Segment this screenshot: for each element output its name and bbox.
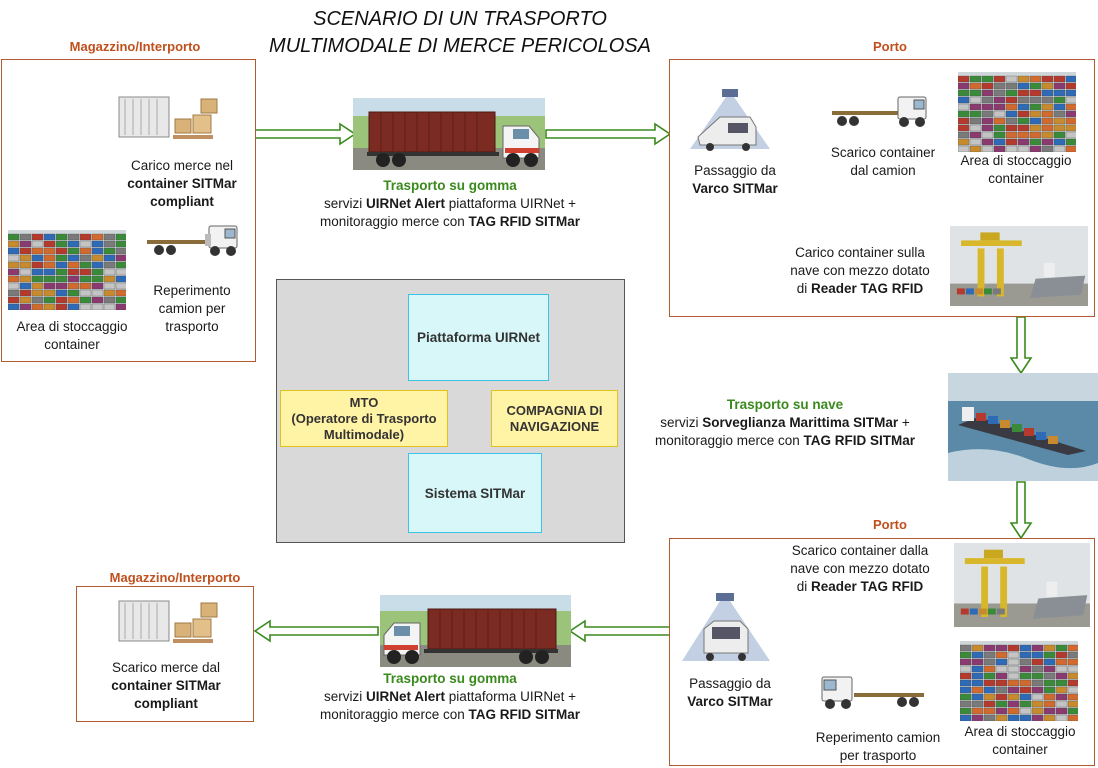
warehouse-container-icon: [118, 600, 218, 643]
flow-arrow-icon: [254, 122, 357, 146]
load-caption: Carico merce nel container SITMar compli…: [127, 158, 237, 209]
storage-caption: Area di stoccaggio container: [964, 724, 1076, 757]
unload-caption: Scarico container dal camion: [830, 145, 936, 178]
truck-caption: Reperimento camion per trasporto: [815, 730, 941, 763]
sitmar-system-box: Sistema SITMar: [408, 453, 542, 533]
gate-caption: Passaggio da Varco SITMar: [692, 163, 778, 196]
warehouse-container-icon: [118, 96, 218, 139]
storage-caption: Area di stoccaggio container: [16, 319, 128, 352]
flow-arrow-icon: [253, 619, 379, 643]
container-stack-photo: [960, 641, 1078, 721]
uirnet-platform-box: Piattaforma UIRNet: [408, 294, 549, 381]
storage-caption: Area di stoccaggio container: [960, 153, 1072, 186]
gate-caption: Passaggio da Varco SITMar: [687, 676, 773, 709]
truck-tractor-icon: [821, 676, 924, 709]
compagnia-box: COMPAGNIA DI NAVIGAZIONE: [491, 390, 618, 447]
road-bottom-title: Trasporto su gomma: [383, 671, 517, 686]
container-ship-photo: [948, 373, 1098, 481]
port-bottom-panel: Scarico container dalla nave con mezzo d…: [669, 538, 1095, 766]
flow-arrow-icon: [545, 122, 672, 146]
unload-caption: Scarico merce dal container SITMar compl…: [111, 660, 221, 711]
flow-arrow-icon: [568, 619, 671, 643]
road-top-caption: Trasporto su gomma servizi UIRNet Alert …: [300, 177, 600, 231]
port-top-label: Porto: [873, 39, 907, 54]
gate-scanner-icon: [690, 89, 770, 151]
crane-caption: Carico container sulla nave con mezzo do…: [790, 245, 930, 296]
flow-arrow-icon: [1009, 316, 1033, 375]
warehouse-bottom-panel: Scarico merce dal container SITMar compl…: [76, 586, 254, 722]
warehouse-top-panel: Carico merce nel container SITMar compli…: [1, 59, 256, 362]
road-bottom-caption: Trasporto su gomma servizi UIRNet Alert …: [300, 670, 600, 724]
title-line-2: MULTIMODALE DI MERCE PERICOLOSA: [269, 35, 651, 57]
container-stack-photo: [958, 72, 1076, 152]
flow-arrow-icon: [1009, 481, 1033, 540]
port-crane-photo: [950, 226, 1088, 306]
warehouse-top-label: Magazzino/Interporto: [69, 39, 201, 54]
truck-tractor-icon: [832, 96, 927, 127]
port-crane-photo: [954, 543, 1090, 627]
ship-caption: Trasporto su nave servizi Sorveglianza M…: [630, 396, 940, 450]
container-truck-photo: [353, 98, 545, 170]
mto-box: MTO (Operatore di Trasporto Multimodale): [280, 390, 448, 447]
diagram-title: SCENARIO DI UN TRASPORTO MULTIMODALE DI …: [250, 6, 670, 60]
container-truck-photo: [380, 595, 571, 667]
title-line-1: SCENARIO DI UN TRASPORTO: [313, 8, 607, 30]
container-stack-photo: [8, 230, 126, 310]
ship-title: Trasporto su nave: [726, 397, 844, 412]
port-bottom-label: Porto: [873, 517, 907, 532]
truck-tractor-icon: [147, 225, 238, 256]
crane-caption: Scarico container dalla nave con mezzo d…: [790, 543, 930, 594]
gate-scanner-icon: [682, 593, 770, 661]
road-top-title: Trasporto su gomma: [383, 178, 517, 193]
warehouse-bottom-label: Magazzino/Interporto: [109, 570, 241, 585]
port-top-panel: Passaggio da Varco SITMar Scarico contai…: [669, 59, 1095, 317]
truck-caption: Reperimento camion per trasporto: [153, 283, 231, 334]
